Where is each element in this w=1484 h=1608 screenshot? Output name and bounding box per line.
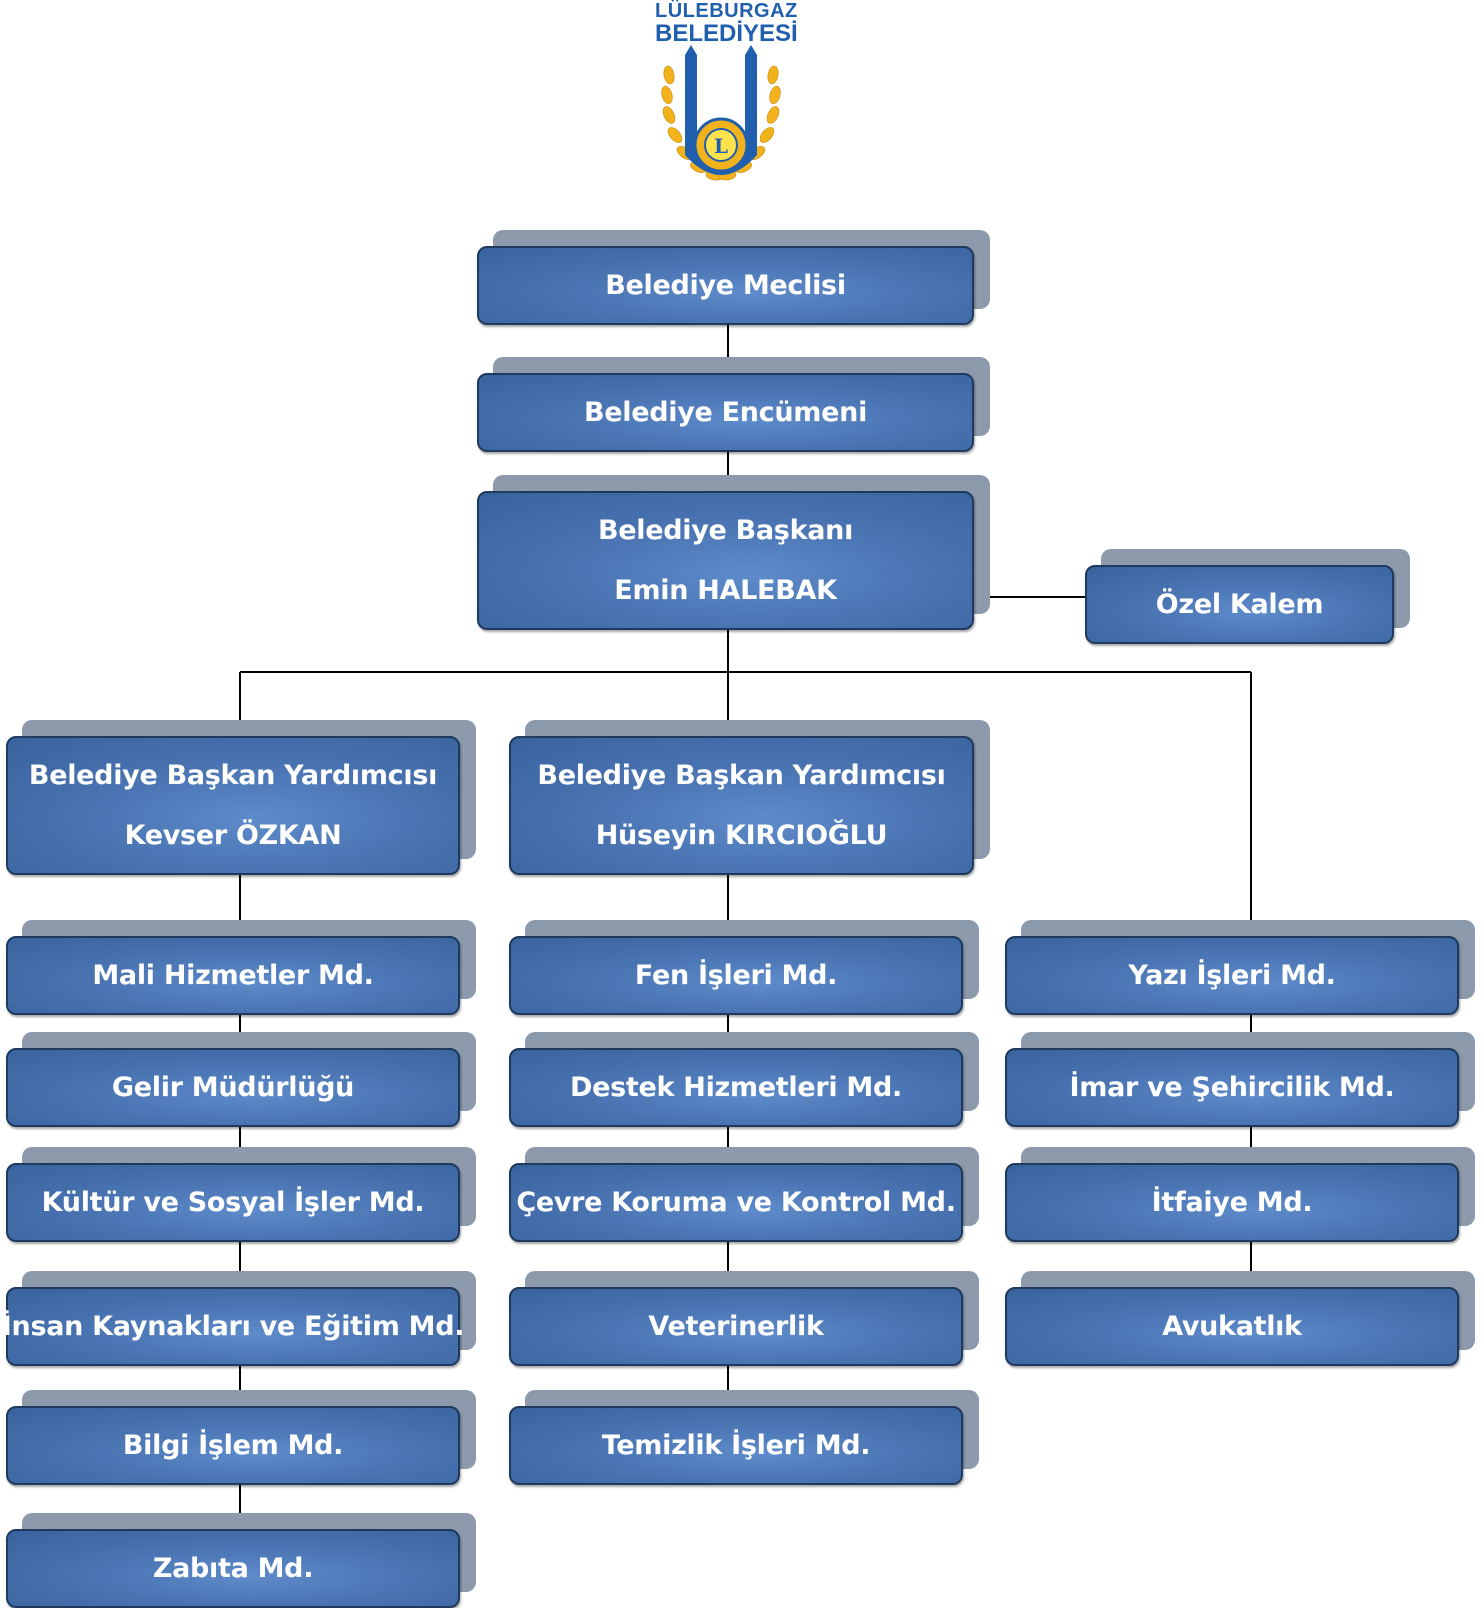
node-imar-sehircilik: İmar ve Şehircilik Md. [1005,1032,1475,1127]
node-cevre-koruma: Çevre Koruma ve Kontrol Md. [509,1147,979,1242]
node-belediye-encumeni: Belediye Encümeni [477,357,990,452]
node-title: Belediye Başkan Yardımcısı [28,760,438,792]
node-box: Gelir Müdürlüğü [6,1048,460,1127]
logo-emblem-icon: L [661,45,781,181]
node-box: Bilgi İşlem Md. [6,1406,460,1485]
node-bilgi-islem: Bilgi İşlem Md. [6,1390,476,1485]
node-box: Fen İşleri Md. [509,936,963,1015]
node-temizlik-isleri: Temizlik İşleri Md. [509,1390,979,1485]
node-label: Belediye Encümeni [583,397,868,428]
logo-municipality-word: BELEDİYESİ [655,20,798,47]
node-label: Kültür ve Sosyal İşler Md. [41,1187,425,1218]
node-label: Yazı İşleri Md. [1128,960,1336,991]
node-box: Veterinerlik [509,1287,963,1366]
node-fen-isleri: Fen İşleri Md. [509,920,979,1015]
node-label: İtfaiye Md. [1151,1187,1313,1218]
node-label: Çevre Koruma ve Kontrol Md. [516,1187,956,1218]
node-box: Avukatlık [1005,1287,1459,1366]
logo-city-name: LÜLEBURGAZ [655,0,798,22]
node-box: İnsan Kaynakları ve Eğitim Md. [2,1287,465,1366]
node-box: Zabıta Md. [6,1529,460,1608]
node-person-name: Emin HALEBAK [614,574,837,606]
node-label: Özel Kalem [1155,589,1324,620]
node-zabita: Zabıta Md. [6,1513,476,1608]
node-itfaiye: İtfaiye Md. [1005,1147,1475,1242]
node-box: Kültür ve Sosyal İşler Md. [6,1163,460,1242]
node-box: İmar ve Şehircilik Md. [1005,1048,1459,1127]
municipality-logo: LÜLEBURGAZ BELEDİYESİ L [655,0,798,205]
node-kultur-sosyal-isler: Kültür ve Sosyal İşler Md. [6,1147,476,1242]
node-box: Belediye Başkanı Emin HALEBAK [477,491,974,630]
node-box: Çevre Koruma ve Kontrol Md. [509,1163,963,1242]
node-box: Özel Kalem [1085,565,1394,644]
node-label: Bilgi İşlem Md. [122,1430,344,1461]
node-box: Temizlik İşleri Md. [509,1406,963,1485]
node-baskan-yardimcisi-2: Belediye Başkan Yardımcısı Hüseyin KIRCI… [509,720,990,875]
node-label: Zabıta Md. [152,1553,314,1584]
node-baskan-yardimcisi-1: Belediye Başkan Yardımcısı Kevser ÖZKAN [6,720,476,875]
node-box: Belediye Başkan Yardımcısı Kevser ÖZKAN [6,736,460,875]
node-destek-hizmetleri: Destek Hizmetleri Md. [509,1032,979,1127]
node-label: Avukatlık [1162,1311,1302,1342]
node-box: Belediye Başkan Yardımcısı Hüseyin KIRCI… [509,736,974,875]
node-person-name: Hüseyin KIRCIOĞLU [595,819,888,851]
svg-text:L: L [714,134,728,158]
node-label: Destek Hizmetleri Md. [570,1072,902,1103]
node-box: Mali Hizmetler Md. [6,936,460,1015]
node-label: Temizlik İşleri Md. [601,1430,871,1461]
node-insan-kaynaklari: İnsan Kaynakları ve Eğitim Md. [2,1271,476,1366]
node-belediye-meclisi: Belediye Meclisi [477,230,990,325]
node-box: Yazı İşleri Md. [1005,936,1459,1015]
node-title: Belediye Başkanı [597,515,854,547]
node-veterinerlik: Veterinerlik [509,1271,979,1366]
node-label: Mali Hizmetler Md. [92,960,374,991]
node-label: Gelir Müdürlüğü [111,1072,355,1103]
node-yazi-isleri: Yazı İşleri Md. [1005,920,1475,1015]
node-box: Belediye Meclisi [477,246,974,325]
node-box: Belediye Encümeni [477,373,974,452]
node-mali-hizmetler: Mali Hizmetler Md. [6,920,476,1015]
node-belediye-baskani: Belediye Başkanı Emin HALEBAK [477,475,990,630]
node-gelir-mudurlugu: Gelir Müdürlüğü [6,1032,476,1127]
node-label: İnsan Kaynakları ve Eğitim Md. [1,1311,465,1342]
node-ozel-kalem: Özel Kalem [1085,549,1410,644]
node-label: Veterinerlik [648,1311,824,1342]
node-box: İtfaiye Md. [1005,1163,1459,1242]
node-avukatlik: Avukatlık [1005,1271,1475,1366]
node-label: Belediye Meclisi [605,270,846,301]
node-box: Destek Hizmetleri Md. [509,1048,963,1127]
node-person-name: Kevser ÖZKAN [124,819,342,851]
node-title: Belediye Başkan Yardımcısı [537,760,946,792]
node-label: İmar ve Şehircilik Md. [1069,1072,1395,1103]
node-label: Fen İşleri Md. [634,960,838,991]
